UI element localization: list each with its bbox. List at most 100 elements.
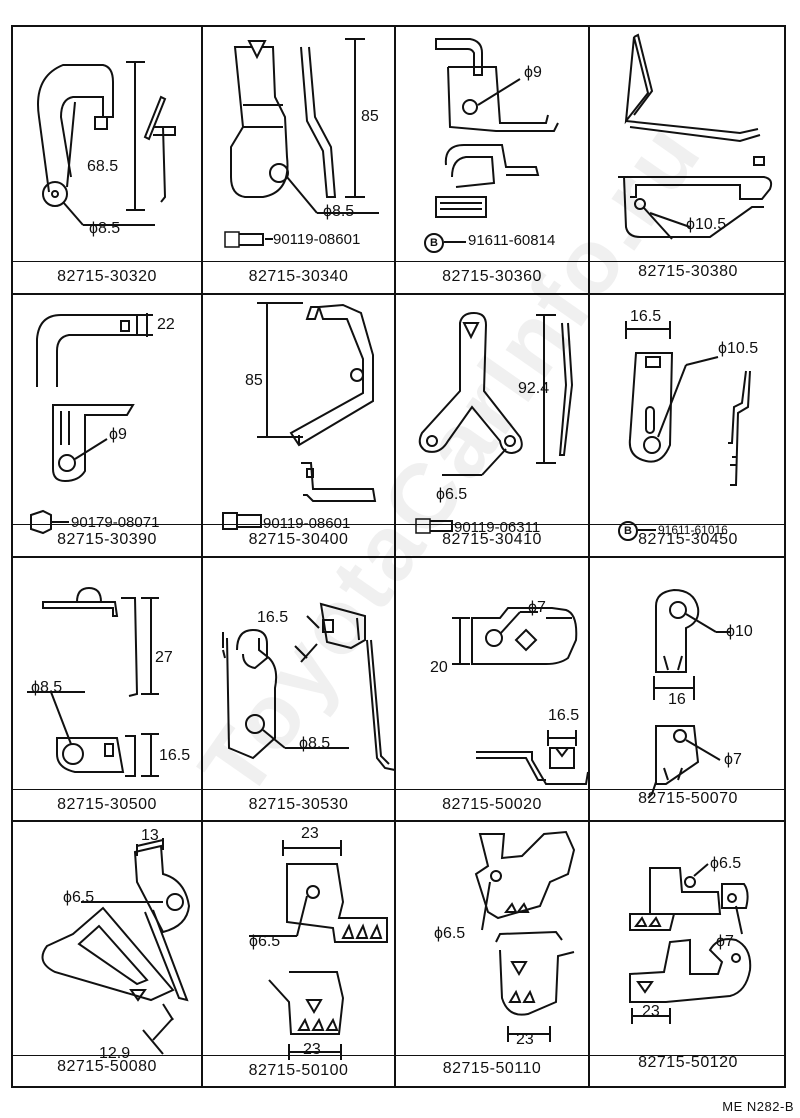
part-cell: ϕ10.5 82715-30380 xyxy=(590,27,786,293)
part-number: 82715-30340 xyxy=(248,268,349,285)
hole-diameter-label: ϕ6.5 xyxy=(434,925,466,942)
dimension-label: 23 xyxy=(516,1031,534,1048)
bracket-drawing xyxy=(452,607,588,785)
dimension-label: 13 xyxy=(141,827,159,844)
bracket-drawing xyxy=(435,38,559,218)
part-cell: 85 ϕ8.5 90119-08601 82715-30340 xyxy=(203,27,394,293)
row-divider xyxy=(13,556,784,558)
leader-line xyxy=(444,241,466,243)
part-cell: 13 ϕ6.5 12.9 82715-50080 xyxy=(13,822,201,1088)
bolt-part-number: 90119-08601 xyxy=(273,231,361,248)
bracket-drawing xyxy=(37,61,176,226)
hole-diameter-label: ϕ10 xyxy=(726,623,753,640)
bracket-drawing xyxy=(629,863,752,1024)
label-divider xyxy=(13,789,784,790)
dimension-label: 27 xyxy=(155,649,173,666)
dimension-label: 16 xyxy=(668,691,686,708)
dimension-label: 16.5 xyxy=(630,308,662,325)
hole-diameter-label: ϕ8.5 xyxy=(89,220,121,237)
dimension-label: 85 xyxy=(245,372,263,389)
bracket-drawing xyxy=(222,302,377,530)
hole-diameter-label: ϕ7 xyxy=(716,933,734,950)
hole-diameter-label: ϕ9 xyxy=(109,426,127,443)
part-number: 82715-50100 xyxy=(248,1062,349,1079)
label-divider xyxy=(13,261,784,262)
leader-line xyxy=(638,529,656,531)
bolt-part-number: 90179-08071 xyxy=(71,514,160,531)
dimension-label: 16.5 xyxy=(548,707,580,724)
bracket-drawing xyxy=(249,840,388,1060)
part-cell: 16.5 ϕ8.5 82715-30530 xyxy=(203,558,394,820)
page-code: ME N282-B xyxy=(722,1099,794,1114)
bracket-drawing xyxy=(41,838,191,1055)
part-cell: 23 ϕ6.5 23 82715-50100 xyxy=(203,822,394,1088)
part-number: 82715-30320 xyxy=(57,268,157,285)
part-number: 82715-50110 xyxy=(442,1060,542,1077)
bolt-part-number: 91611-61016 xyxy=(658,523,728,537)
part-number: 82715-50080 xyxy=(57,1058,157,1075)
part-number: 82715-30380 xyxy=(638,263,738,280)
part-number: 82715-30500 xyxy=(57,796,157,813)
hole-diameter-label: ϕ7 xyxy=(724,751,742,768)
bolt-mark-icon: B xyxy=(424,233,444,253)
dimension-label: 23 xyxy=(642,1003,660,1020)
part-cell: 92.4 ϕ6.5 90119-06311 82715-30410 xyxy=(396,295,588,556)
dimension-label: 85 xyxy=(361,108,379,125)
row-divider xyxy=(13,820,784,822)
bracket-drawing xyxy=(618,33,773,240)
bracket-drawing xyxy=(224,38,379,248)
hole-diameter-label: ϕ6.5 xyxy=(436,486,468,503)
part-cell: ϕ7 20 16.5 82715-50020 xyxy=(396,558,588,820)
part-number: 82715-30450 xyxy=(638,531,738,548)
dimension-label: 16.5 xyxy=(257,609,289,626)
bracket-drawing xyxy=(474,830,576,1042)
hole-diameter-label: ϕ10.5 xyxy=(686,216,727,233)
dimension-label: 12.9 xyxy=(99,1045,131,1062)
part-number: 82715-30360 xyxy=(442,268,542,285)
hole-diameter-label: ϕ8.5 xyxy=(31,679,63,696)
parts-sheet: 68.5 ϕ8.5 82715-30320 85 ϕ8.5 90119-0860… xyxy=(11,25,786,1088)
part-cell: ϕ9 B 91611-60814 82715-30360 xyxy=(396,27,588,293)
label-divider xyxy=(13,524,784,525)
part-cell: ϕ6.5 ϕ7 23 82715-50120 xyxy=(590,822,786,1088)
part-cell: 68.5 ϕ8.5 82715-30320 xyxy=(13,27,201,293)
dimension-label: 16.5 xyxy=(159,747,191,764)
dimension-label: 68.5 xyxy=(87,158,119,175)
dimension-label: 20 xyxy=(430,659,448,676)
part-cell: 16.5 ϕ10.5 B 91611-61016 82715-30450 xyxy=(590,295,786,556)
bracket-drawing xyxy=(647,588,730,799)
bolt-mark-icon: B xyxy=(618,521,638,541)
bolt-part-number: 91611-60814 xyxy=(468,232,556,249)
part-cell: ϕ6.5 23 82715-50110 xyxy=(396,822,588,1088)
bracket-drawing xyxy=(415,311,574,534)
part-cell: 22 ϕ9 90179-08071 82715-30390 xyxy=(13,295,201,556)
row-divider xyxy=(13,293,784,295)
hole-diameter-label: ϕ8.5 xyxy=(299,735,331,752)
hole-diameter-label: ϕ9 xyxy=(524,64,542,81)
dimension-label: 23 xyxy=(301,825,319,842)
label-divider xyxy=(13,1055,784,1056)
hole-diameter-label: ϕ6.5 xyxy=(710,855,742,872)
dimension-label: 22 xyxy=(157,316,175,333)
hole-diameter-label: ϕ6.5 xyxy=(249,933,281,950)
bolt-part-number: 90119-06311 xyxy=(454,519,541,536)
part-number: 82715-50070 xyxy=(638,790,738,807)
part-number: 82715-30400 xyxy=(248,531,349,548)
hole-diameter-label: ϕ6.5 xyxy=(63,889,95,906)
hole-diameter-label: ϕ8.5 xyxy=(323,203,355,220)
bracket-drawing xyxy=(30,313,153,535)
dimension-label: 23 xyxy=(303,1041,321,1058)
part-cell: 27 ϕ8.5 16.5 82715-30500 xyxy=(13,558,201,820)
hole-diameter-label: ϕ7 xyxy=(528,599,546,616)
part-number: 82715-50120 xyxy=(638,1054,738,1071)
part-number: 82715-30410 xyxy=(442,531,542,548)
bracket-drawing xyxy=(27,586,159,777)
dimension-label: 92.4 xyxy=(518,380,550,397)
part-cell: 85 90119-08601 82715-30400 xyxy=(203,295,394,556)
part-cell: ϕ10 16 ϕ7 82715-50070 xyxy=(590,558,786,820)
part-number: 82715-30390 xyxy=(57,531,157,548)
bracket-drawing xyxy=(222,602,394,771)
part-number: 82715-50020 xyxy=(442,796,542,813)
part-number: 82715-30530 xyxy=(248,796,349,813)
bolt-part-number: 90119-08601 xyxy=(263,515,351,532)
